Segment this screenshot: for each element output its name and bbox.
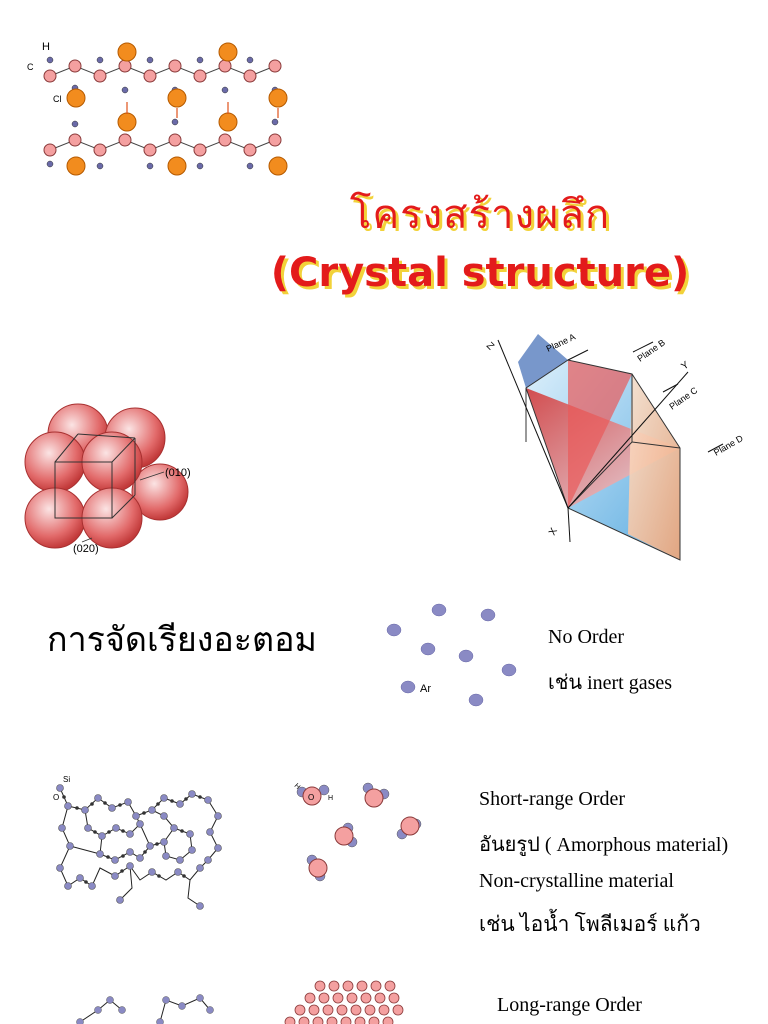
sphere-packing-diagram: (010) (020) <box>24 403 191 555</box>
label-h-water: H <box>293 782 302 791</box>
water-molecule-1 <box>296 784 330 806</box>
label-cl: Cl <box>53 94 62 104</box>
upper-chain-atoms <box>43 59 282 83</box>
label-plane-a: Plane A <box>545 332 577 354</box>
lower-chain <box>49 139 276 151</box>
amorphous-network-diagram: Si O <box>53 775 222 910</box>
label-010: (010) <box>165 467 191 479</box>
axis-y: Y <box>679 359 691 372</box>
label-plane-b: Plane B <box>635 337 667 363</box>
label-h-water-2: H <box>328 795 333 802</box>
label-ar: Ar <box>420 683 431 695</box>
short-range-label: Short-range Order <box>479 788 626 810</box>
no-order-label: No Order <box>548 626 625 648</box>
water-molecule-5 <box>306 854 328 882</box>
label-h: H <box>42 41 50 53</box>
atom-arrangement-heading: การจัดเรียงอะตอม <box>47 620 317 660</box>
crystal-planes-diagram: Z Y X Plane A Plane B Plane C Plane D <box>484 332 745 561</box>
long-range-label: Long-range Order <box>497 994 642 1016</box>
chlorine-atoms <box>66 42 288 176</box>
axis-z: Z <box>484 340 496 352</box>
water-molecule-3 <box>334 822 358 848</box>
label-si: Si <box>63 775 70 784</box>
label-plane-c: Plane C <box>667 385 699 412</box>
interaction-arrows <box>126 102 279 118</box>
axis-x: X <box>547 526 560 538</box>
water-molecule-4 <box>396 816 422 840</box>
title-english: (Crystal structure) <box>270 250 690 296</box>
long-range-network-diagram <box>76 994 214 1024</box>
lower-chain-atoms <box>43 133 282 157</box>
label-c: C <box>27 62 34 72</box>
label-020: (020) <box>73 543 99 555</box>
label-o: O <box>53 793 59 802</box>
title-thai: โครงสร้างผลึก <box>349 192 611 238</box>
pvc-polymer-diagram: H C Cl <box>27 41 288 176</box>
short-range-examples: เช่น ไอน้ำ โพลีเมอร์ แก้ว <box>479 912 701 936</box>
water-molecule-2 <box>362 782 390 808</box>
non-crystalline-label: Non-crystalline material <box>479 870 674 892</box>
no-order-gas-diagram: Ar <box>386 603 517 707</box>
long-range-lattice-diagram <box>284 980 404 1024</box>
upper-chain <box>49 65 276 77</box>
amorphous-label: อันยรูป ( Amorphous material) <box>479 834 729 856</box>
no-order-example: เช่น inert gases <box>548 672 673 694</box>
label-o-water: O <box>308 793 314 802</box>
label-plane-d: Plane D <box>712 433 745 458</box>
water-molecules-diagram: H O H <box>293 782 422 882</box>
